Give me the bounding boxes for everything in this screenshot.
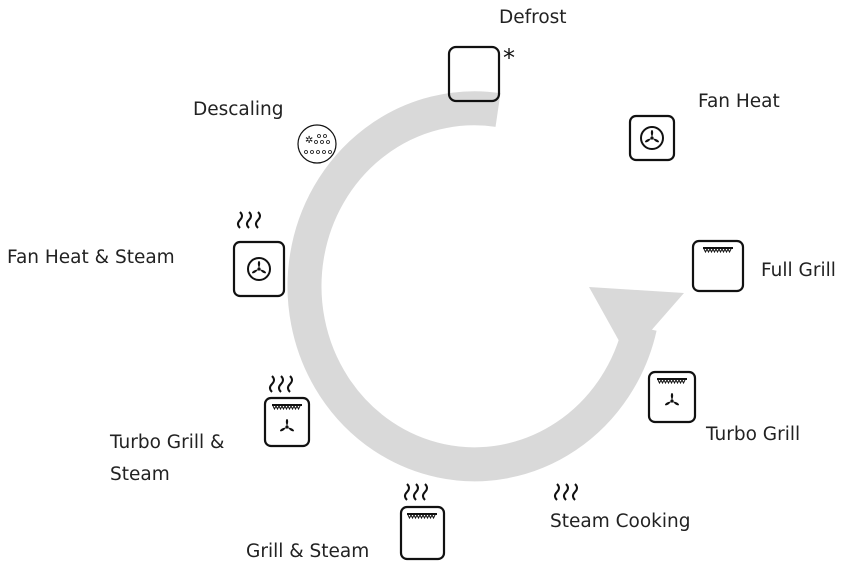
turbo-grill-steam-icon — [263, 375, 311, 448]
svg-text:✲: ✲ — [305, 135, 313, 146]
grill-steam-icon — [399, 483, 446, 561]
clockwise-cycle-arrow — [287, 91, 684, 482]
defrost-label: Defrost — [499, 7, 567, 28]
fan-heat-label: Fan Heat — [698, 91, 780, 112]
turbo-grill-steam-label-line1: Turbo Grill & — [110, 432, 225, 453]
fan-heat-icon — [628, 114, 676, 162]
defrost-marker: * — [503, 44, 515, 72]
full-grill-icon — [691, 239, 745, 293]
descaling-icon: ✲ — [297, 124, 337, 164]
fan-heat-steam-label: Fan Heat & Steam — [7, 247, 175, 268]
turbo-grill-steam-label-line2: Steam — [110, 464, 170, 485]
grill-steam-label: Grill & Steam — [246, 541, 370, 562]
descaling-label: Descaling — [193, 99, 284, 120]
turbo-grill-icon — [647, 370, 697, 424]
turbo-grill-label: Turbo Grill — [706, 424, 801, 445]
full-grill-label: Full Grill — [761, 260, 836, 281]
defrost-icon: * — [447, 44, 515, 103]
fan-heat-steam-icon — [232, 211, 286, 298]
steam-cooking-label: Steam Cooking — [550, 511, 691, 532]
steam-icon — [554, 483, 578, 501]
